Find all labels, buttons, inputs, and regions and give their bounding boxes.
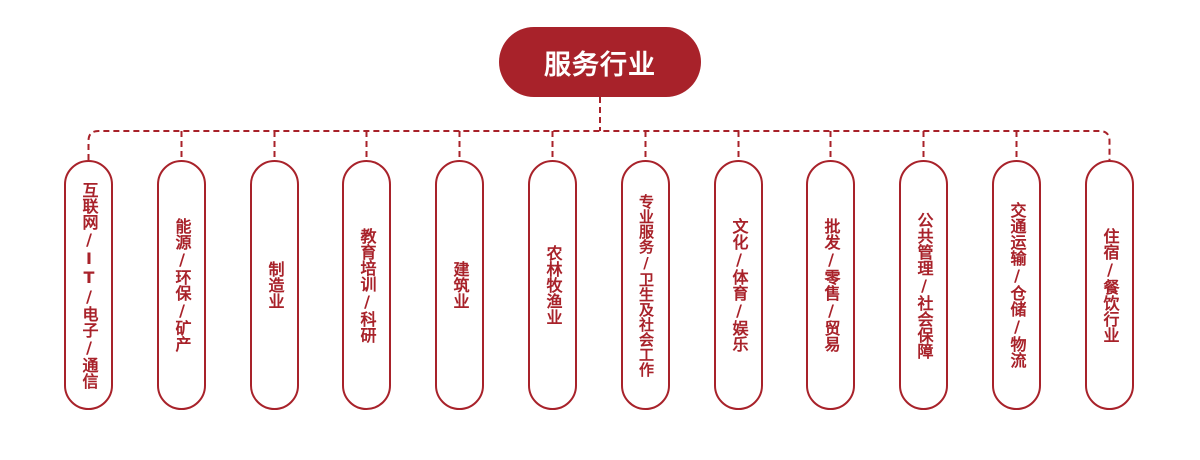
category-node: 公共管理/社会保障 <box>899 160 948 410</box>
category-label: 制造业 <box>265 261 285 309</box>
category-label: 批发/零售/贸易 <box>821 218 841 352</box>
category-node: 能源/环保/矿产 <box>157 160 206 410</box>
category-node: 文化/体育/娱乐 <box>714 160 763 410</box>
category-label: 文化/体育/娱乐 <box>729 218 749 352</box>
category-label: 建筑业 <box>450 261 470 309</box>
category-label: 教育培训/科研 <box>357 227 377 343</box>
category-label: 住宿/餐饮行业 <box>1100 227 1120 343</box>
bus-connector-line <box>87 130 1111 160</box>
root-node: 服务行业 <box>499 27 701 97</box>
category-label: 专业服务/卫生及社会工作 <box>637 193 655 377</box>
category-node: 批发/零售/贸易 <box>806 160 855 410</box>
category-node: 专业服务/卫生及社会工作 <box>621 160 670 410</box>
category-label: 交通运输/仓储/物流 <box>1007 202 1027 368</box>
category-node: 住宿/餐饮行业 <box>1085 160 1134 410</box>
category-label: 公共管理/社会保障 <box>914 211 934 359</box>
root-node-label: 服务行业 <box>544 49 656 81</box>
category-label: 农林牧渔业 <box>543 245 563 325</box>
category-node: 建筑业 <box>435 160 484 410</box>
category-label: 互联网/IT/电子/通信 <box>79 181 99 389</box>
category-node: 交通运输/仓储/物流 <box>992 160 1041 410</box>
category-node: 教育培训/科研 <box>342 160 391 410</box>
category-label: 能源/环保/矿产 <box>172 218 192 352</box>
category-node: 互联网/IT/电子/通信 <box>64 160 113 410</box>
category-node: 农林牧渔业 <box>528 160 577 410</box>
category-node: 制造业 <box>250 160 299 410</box>
